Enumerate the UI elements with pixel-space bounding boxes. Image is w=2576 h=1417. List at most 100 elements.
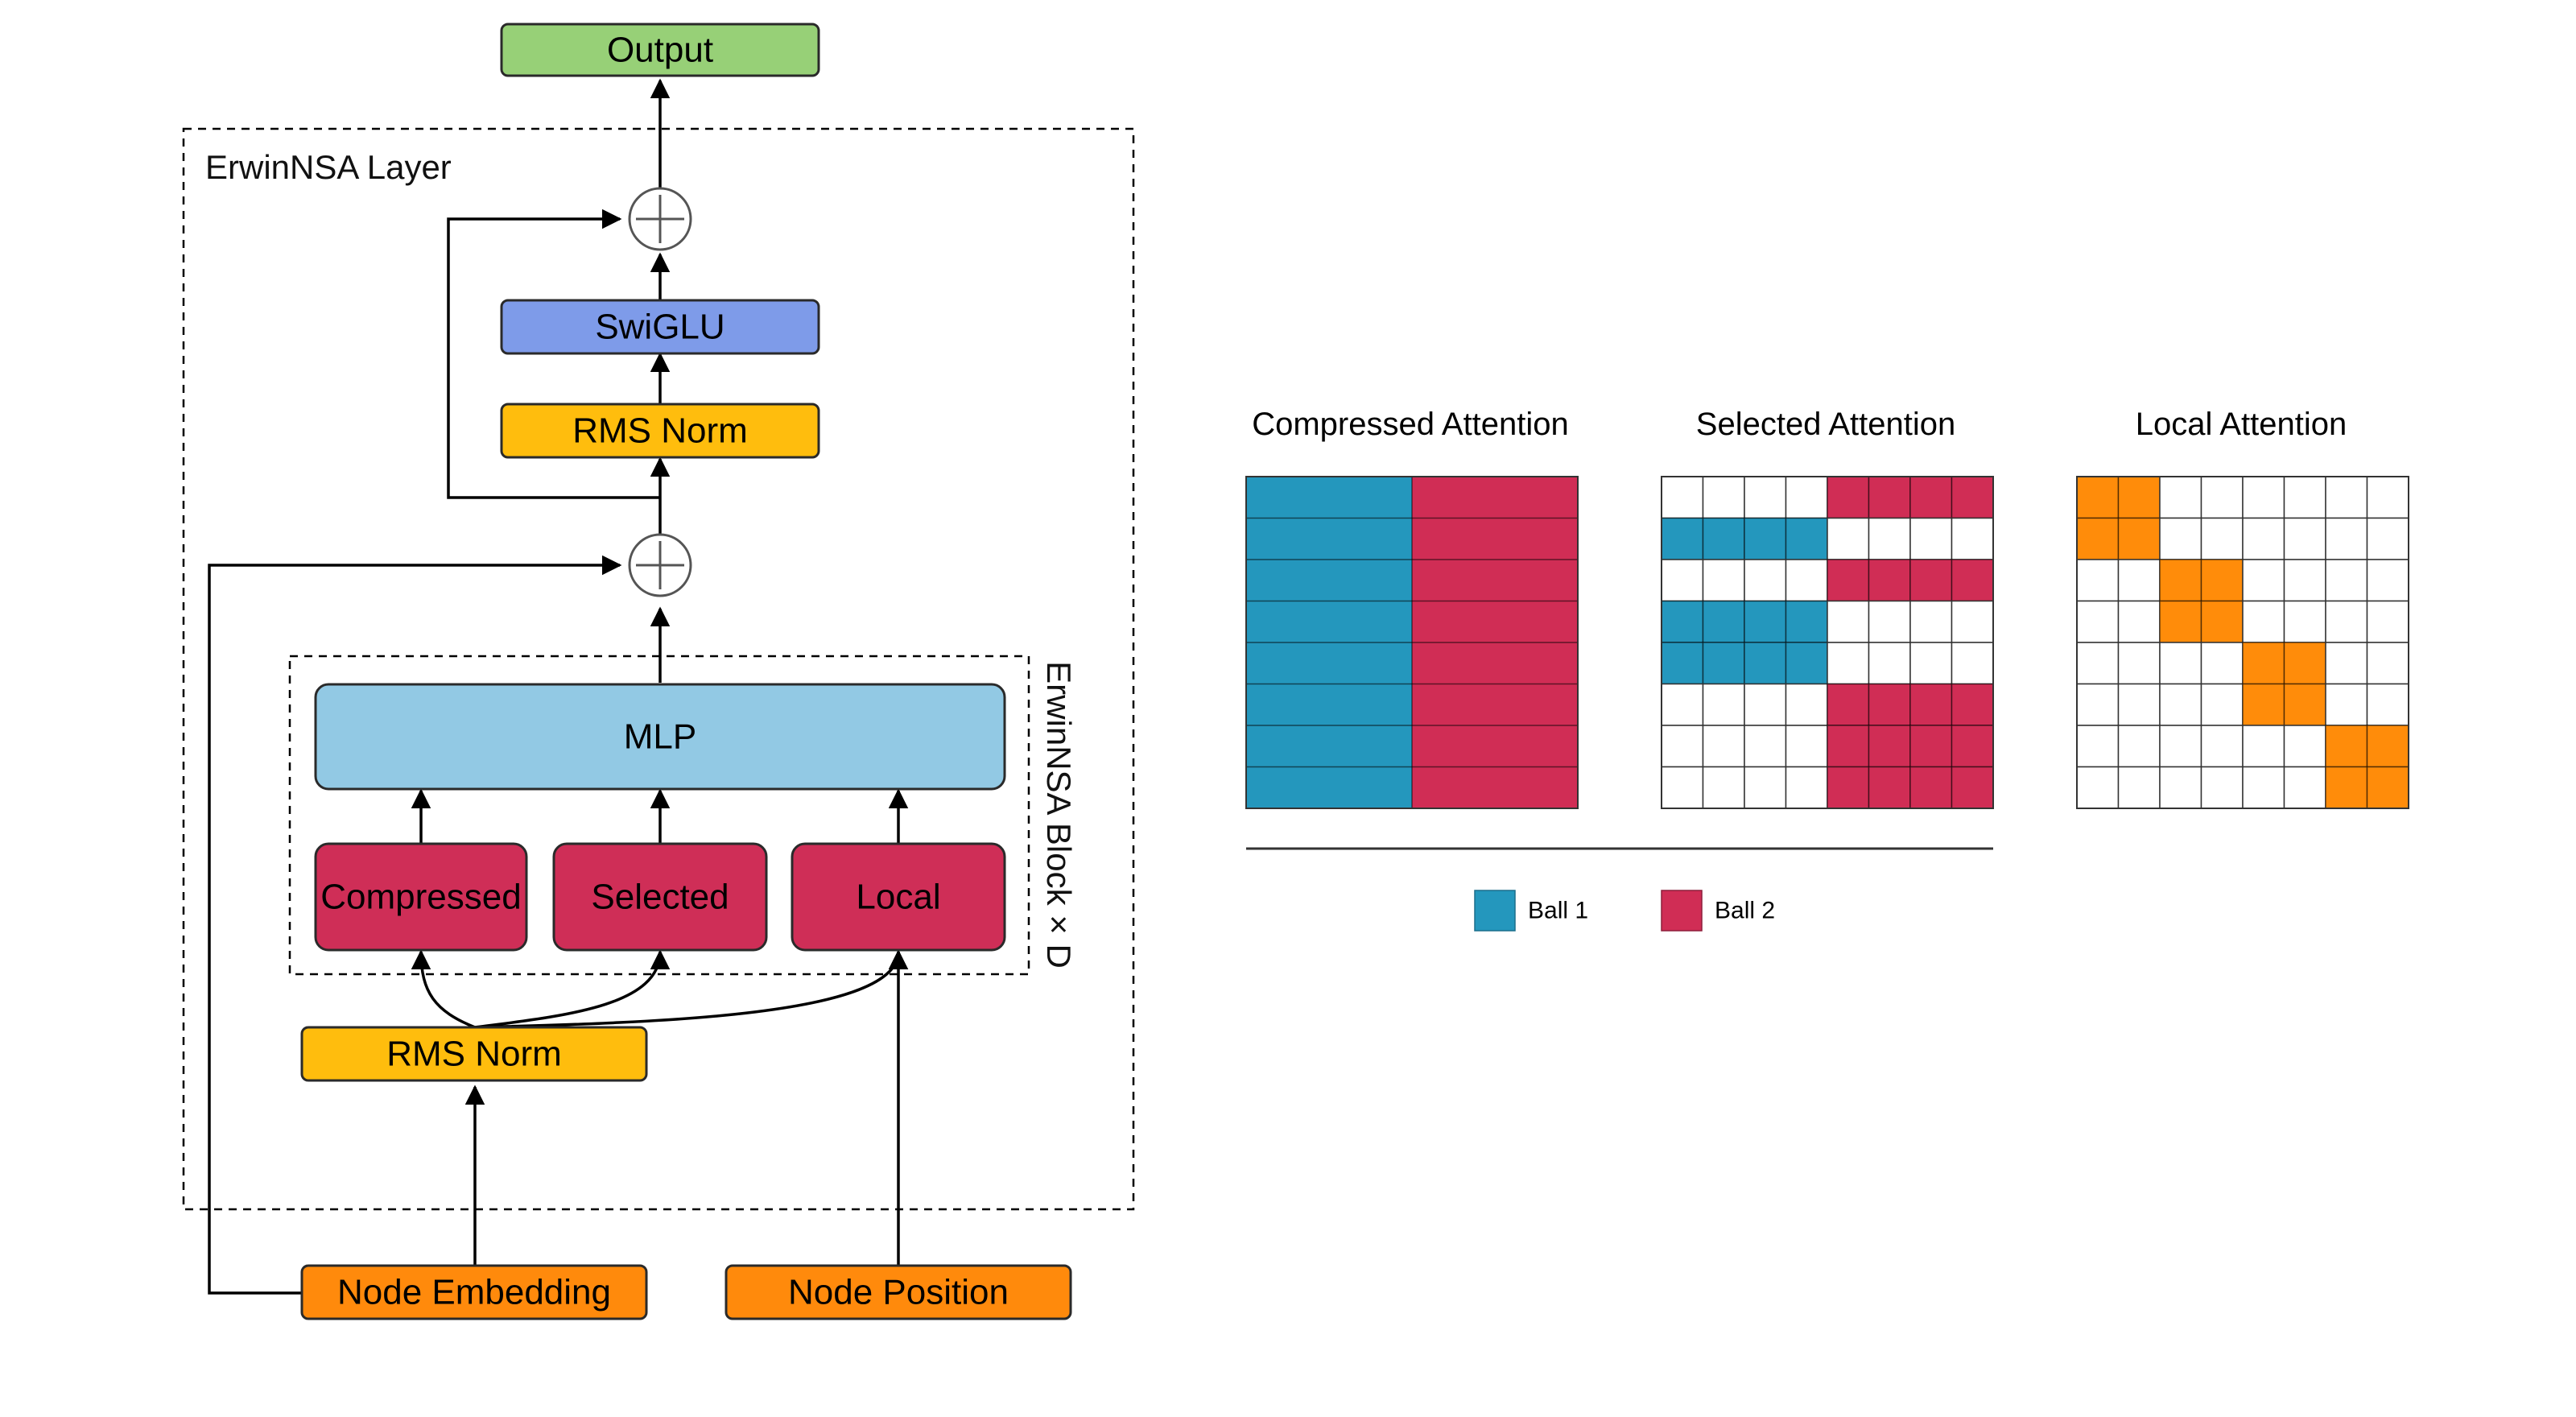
attention-cell <box>1246 642 1288 684</box>
attention-cell <box>2366 600 2409 643</box>
attention-cell <box>1744 476 1787 519</box>
attention-cell <box>1951 683 1994 726</box>
attention-cell <box>1868 766 1911 809</box>
attention-cell <box>2366 559 2409 602</box>
attention-cell <box>1495 518 1537 560</box>
node-embedding-label: Node Embedding <box>337 1273 611 1312</box>
attention-cell <box>1453 518 1495 560</box>
attention-cell <box>1909 559 1953 602</box>
attention-cell <box>1702 476 1745 519</box>
attention-cell <box>1536 518 1578 560</box>
attention-cell <box>1412 642 1454 684</box>
attention-cell <box>1744 600 1787 643</box>
compressed-attention-node: Compressed <box>314 842 528 952</box>
attention-cell <box>1827 476 1870 519</box>
attention-cell <box>2366 476 2409 519</box>
attention-cell <box>1744 559 1787 602</box>
attention-cell <box>1827 766 1870 809</box>
attention-cell <box>1868 600 1911 643</box>
attention-cell <box>1827 600 1870 643</box>
attention-cell <box>1909 600 1953 643</box>
attention-cell <box>1370 518 1412 560</box>
local-attention-title: Local Attention <box>2136 407 2347 442</box>
attention-cell <box>2200 766 2244 809</box>
legend-label-ball-2: Ball 2 <box>1715 898 1775 924</box>
attention-cell <box>1827 683 1870 726</box>
attention-cell <box>1412 766 1454 808</box>
attention-cell <box>2159 559 2202 602</box>
attention-cell <box>2117 559 2161 602</box>
attention-cell <box>1909 766 1953 809</box>
attention-cell <box>2200 559 2244 602</box>
attention-cell <box>1744 517 1787 560</box>
attention-cell <box>2325 600 2368 643</box>
attention-cell <box>2242 766 2285 809</box>
attention-cell <box>2283 642 2326 685</box>
attention-cell <box>1702 559 1745 602</box>
attention-cell <box>1785 476 1828 519</box>
attention-cell <box>2283 476 2326 519</box>
attention-cell <box>1495 642 1537 684</box>
selected-attention-node: Selected <box>552 842 768 952</box>
attention-cell <box>1246 518 1288 560</box>
attention-cell <box>1246 684 1288 725</box>
attention-cell <box>1951 642 1994 685</box>
attention-cell <box>2076 559 2120 602</box>
local-label: Local <box>856 878 940 917</box>
arrow-residual-top <box>447 209 660 499</box>
attention-cell <box>1412 725 1454 767</box>
attention-cell <box>2159 476 2202 519</box>
attention-cell <box>1744 725 1787 768</box>
attention-cell <box>2283 683 2326 726</box>
attention-cell <box>1868 642 1911 685</box>
attention-cell <box>1827 642 1870 685</box>
attention-cell <box>1412 518 1454 560</box>
attention-cell <box>1495 560 1537 601</box>
attention-cell <box>2159 725 2202 768</box>
attention-cell <box>1951 725 1994 768</box>
attention-cell <box>1744 683 1787 726</box>
attention-cell <box>1536 684 1578 725</box>
attention-cell <box>1909 725 1953 768</box>
attention-cell <box>2242 642 2285 685</box>
attention-cell <box>1246 560 1288 601</box>
arrow-rmsnorm-to-compressed <box>411 949 476 1029</box>
attention-cell <box>1370 601 1412 642</box>
attention-cell <box>1329 560 1371 601</box>
attention-cell <box>1661 476 1704 519</box>
attention-cell <box>2366 642 2409 685</box>
attention-cell <box>1951 766 1994 809</box>
attention-cell <box>1287 560 1329 601</box>
attention-cell <box>1661 559 1704 602</box>
attention-cell <box>1909 476 1953 519</box>
grid-border <box>1245 476 1579 809</box>
attention-cell <box>2283 600 2326 643</box>
arrow-rmsnorm-to-local <box>474 949 909 1029</box>
attention-cell <box>2325 559 2368 602</box>
attention-cell <box>1785 517 1828 560</box>
arrow-rmsnorm-to-selected <box>474 949 671 1029</box>
attention-cell <box>1246 477 1288 518</box>
mlp-node: MLP <box>314 683 1006 791</box>
attention-cell <box>2325 766 2368 809</box>
attention-patterns: Compressed Attention Selected Attention … <box>1245 407 2409 932</box>
attention-cell <box>2076 766 2120 809</box>
rms-norm-top-node: RMS Norm <box>500 403 820 459</box>
legend: Ball 1 Ball 2 <box>1474 890 1775 932</box>
attention-cell <box>1868 559 1911 602</box>
attention-cell <box>1661 725 1704 768</box>
attention-cell <box>1951 517 1994 560</box>
attention-cell <box>1909 517 1953 560</box>
attention-cell <box>1661 766 1704 809</box>
attention-cell <box>1785 642 1828 685</box>
attention-cell <box>1785 559 1828 602</box>
node-embedding-input: Node Embedding <box>300 1264 648 1320</box>
attention-cell <box>2076 517 2120 560</box>
legend-item-ball-2: Ball 2 <box>1661 890 1775 932</box>
attention-cell <box>1370 642 1412 684</box>
attention-cell <box>1909 683 1953 726</box>
rms-norm-bottom-node: RMS Norm <box>300 1026 648 1082</box>
attention-cell <box>1370 477 1412 518</box>
attention-cell <box>1536 766 1578 808</box>
compressed-attention-title: Compressed Attention <box>1252 407 1569 442</box>
